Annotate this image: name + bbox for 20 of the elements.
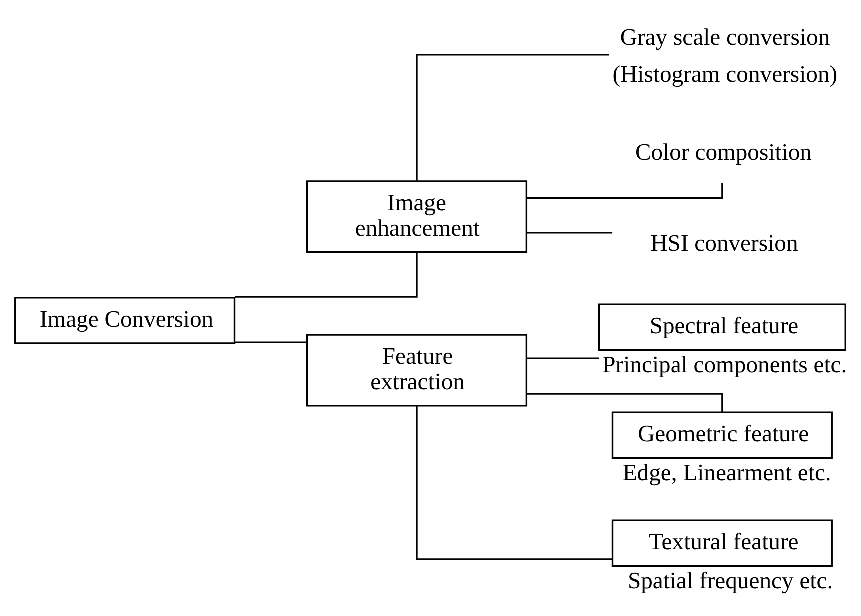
node-box: Image Conversion <box>14 297 236 344</box>
connector <box>526 393 724 412</box>
node-box: Spectral feature <box>598 304 846 352</box>
connector <box>235 252 418 298</box>
node-label: Spatial frequency etc. <box>628 568 834 594</box>
node-text: Color composition <box>636 140 812 166</box>
connector <box>416 406 613 560</box>
node-label: Edge, Linearment etc. <box>622 460 832 486</box>
connector <box>416 54 610 181</box>
node-box: Feature extraction <box>306 334 528 407</box>
node-text: HSI conversion <box>650 230 798 257</box>
connector <box>526 358 600 360</box>
node-box: Image enhancement <box>306 180 528 254</box>
node-label: Principal components etc. <box>602 352 848 378</box>
node-box: Textural feature <box>612 520 833 568</box>
connector <box>235 342 307 344</box>
node-box: Geometric feature <box>612 412 833 460</box>
node-label: (Histogram conversion) <box>612 62 838 88</box>
node-text: Gray scale conversion <box>620 25 830 52</box>
connector <box>526 232 613 234</box>
